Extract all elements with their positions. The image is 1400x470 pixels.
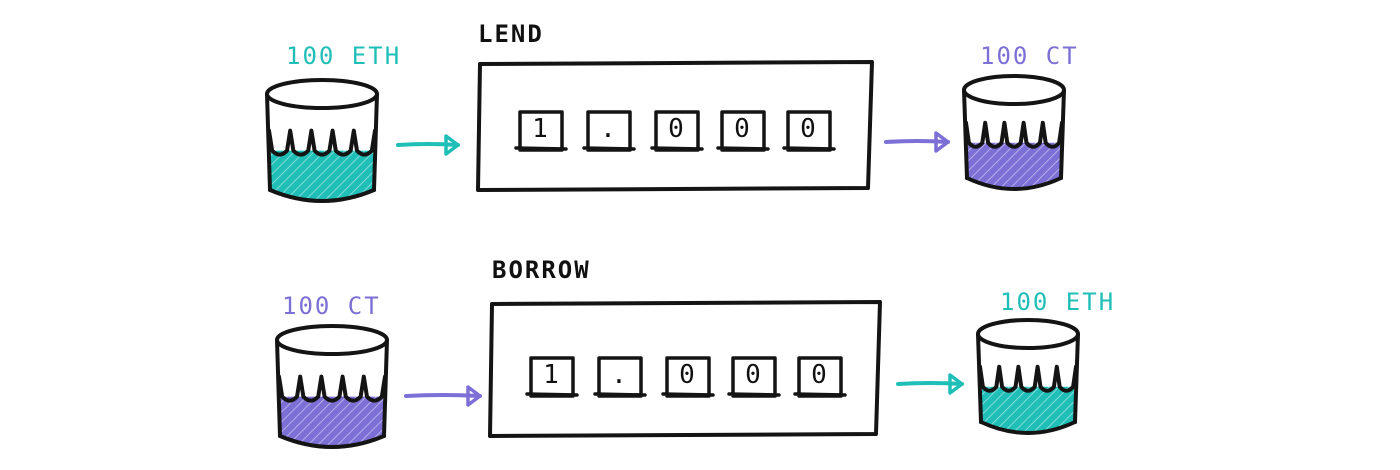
borrow-digit-1: 1 (543, 360, 559, 390)
lend-output-bucket-liquid (968, 142, 1060, 189)
borrow-output-arrow-shaft (896, 381, 964, 386)
borrow-digit-4: 0 (745, 360, 761, 390)
borrow-output-label: 100 ETH (1000, 288, 1116, 316)
borrow-input-arrow-head (466, 385, 482, 407)
lend-input-bucket-base (268, 188, 376, 203)
lend-output-bucket-wave (964, 120, 1064, 149)
borrow-digit-box-1 (525, 356, 579, 398)
borrow-digit-3: 0 (679, 360, 695, 390)
lend-digit-1: 1 (532, 114, 548, 144)
lend-input-arrow-head (444, 134, 460, 156)
borrow-output-bucket-wave (978, 364, 1078, 393)
lend-digit-box-1 (514, 110, 568, 152)
borrow-digit-5: 0 (811, 360, 827, 390)
borrow-input-label: 100 CT (282, 292, 381, 320)
borrow-input-bucket-side-right (382, 338, 389, 438)
borrow-input-bucket-wave (277, 374, 387, 403)
lend-input-bucket-wave (267, 128, 377, 157)
borrow-input-bucket-rim (275, 324, 389, 356)
borrow-output-bucket-side-right (1073, 332, 1080, 424)
borrow-input-bucket-base (278, 434, 386, 449)
borrow-panel (488, 300, 882, 438)
lend-output-bucket-base (965, 176, 1063, 191)
lend-digit-box-5 (782, 110, 836, 152)
lend-input-bucket-rim (265, 78, 379, 110)
borrow-digit-box-5 (793, 356, 847, 398)
lend-digit-2: . (600, 114, 616, 144)
lend-output-bucket-rim (962, 74, 1066, 106)
lend-output-arrow-shaft (884, 139, 950, 144)
lend-panel (476, 60, 874, 192)
lend-digit-4: 0 (734, 114, 750, 144)
lend-input-bucket-liquid (271, 150, 373, 201)
borrow-output-bucket-rim (976, 318, 1080, 350)
borrow-digit-2: . (611, 360, 627, 390)
lend-digit-box-2 (582, 110, 636, 152)
borrow-input-bucket-liquid (281, 396, 383, 447)
borrow-input-arrow-shaft (404, 393, 482, 398)
borrow-digit-box-3 (661, 356, 715, 398)
borrow-output-bucket-base (979, 420, 1077, 435)
lend-digit-5: 0 (800, 114, 816, 144)
borrow-title: BORROW (492, 256, 591, 284)
borrow-input-bucket-side-left (275, 338, 282, 438)
lend-output-bucket-side-left (962, 88, 969, 180)
borrow-output-bucket-liquid (982, 386, 1074, 433)
lend-input-label: 100 ETH (286, 42, 402, 70)
lend-input-bucket-side-left (265, 92, 272, 192)
lend-output-arrow-head (934, 131, 950, 153)
lend-digit-box-3 (650, 110, 704, 152)
lend-input-arrow-shaft (396, 142, 460, 147)
borrow-output-bucket-side-left (976, 332, 983, 424)
lend-output-bucket-side-right (1059, 88, 1066, 180)
lend-title: LEND (478, 20, 544, 48)
lend-digit-box-4 (716, 110, 770, 152)
lend-input-bucket-side-right (372, 92, 379, 192)
lend-output-label: 100 CT (980, 42, 1079, 70)
lend-digit-3: 0 (668, 114, 684, 144)
borrow-digit-box-4 (727, 356, 781, 398)
borrow-digit-box-2 (593, 356, 647, 398)
borrow-output-arrow-head (948, 373, 964, 395)
